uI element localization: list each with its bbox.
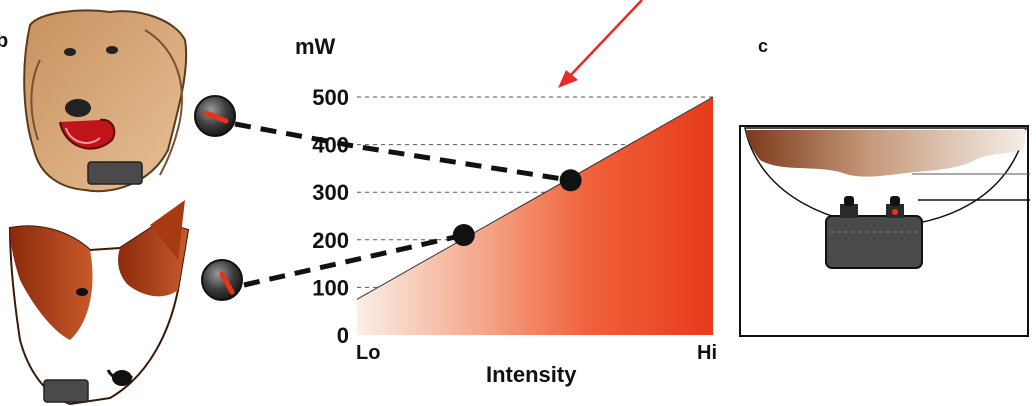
panel-c-label: c [758, 36, 769, 56]
y-tick-label: 400 [312, 133, 349, 158]
collar-panel [739, 125, 1030, 337]
y-tick-label: 0 [337, 323, 349, 348]
red-white-dog-face-icon [8, 200, 190, 406]
red-arrow-icon [558, 0, 643, 88]
shock-collar-icon [825, 196, 923, 269]
y-axis-label: mW [295, 34, 336, 59]
data-point [452, 224, 475, 247]
markers [452, 169, 582, 247]
dashed-link [243, 232, 465, 288]
x-tick-label-hi: Hi [697, 342, 717, 364]
x-tick-label-lo: Lo [356, 342, 381, 364]
output-area [357, 97, 713, 335]
intensity-line [356, 96, 714, 300]
golden-dog-face-icon [23, 9, 188, 193]
power-intensity-chart: 0 100 200 300 400 500 [234, 85, 714, 348]
dashed-link [234, 121, 571, 183]
panel-b-label: b [0, 30, 9, 52]
y-tick-label: 500 [312, 85, 349, 110]
y-tick-label: 300 [312, 180, 349, 205]
y-tick-labels: 0 100 200 300 400 500 [312, 85, 349, 348]
data-point [559, 169, 582, 192]
intensity-dial-icon [194, 95, 236, 137]
y-tick-label: 200 [312, 228, 349, 253]
y-tick-label: 100 [312, 275, 349, 300]
intensity-dial-icon [201, 259, 243, 301]
x-axis-label: Intensity [486, 362, 577, 387]
dashed-links [234, 121, 571, 288]
